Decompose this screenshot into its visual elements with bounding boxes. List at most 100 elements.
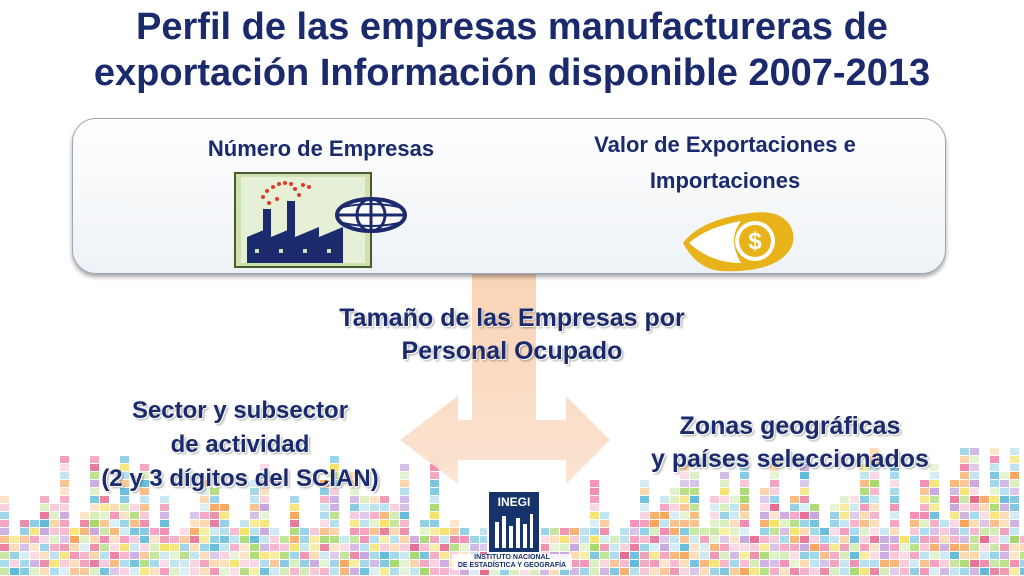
decorative-bar-cell	[400, 504, 409, 511]
decorative-bar-cell	[430, 560, 439, 567]
title-line-2: exportación Información disponible 2007-…	[93, 52, 931, 94]
decorative-bar-cell	[720, 552, 729, 559]
decorative-bar-cell	[390, 552, 399, 559]
decorative-bar-cell	[550, 528, 559, 535]
decorative-bar-cell	[770, 496, 779, 503]
decorative-bar-cell	[220, 560, 229, 567]
decorative-bar-cell	[380, 504, 389, 511]
inegi-logo: INEGI INSTITUTO NACIONAL DE ESTADÍSTICA …	[452, 486, 572, 576]
decorative-bar-cell	[390, 512, 399, 519]
decorative-bar-cell	[970, 448, 979, 455]
decorative-bar-cell	[40, 536, 49, 543]
decorative-bar-cell	[1000, 520, 1009, 527]
decorative-bar-cell	[90, 472, 99, 479]
decorative-bar-cell	[330, 488, 339, 495]
tamano-line-1: Tamaño de las Empresas por	[339, 304, 685, 332]
decorative-bar-cell	[730, 568, 739, 575]
decorative-bar-cell	[950, 536, 959, 543]
decorative-bar-cell	[690, 568, 699, 575]
decorative-bar-cell	[200, 480, 209, 487]
decorative-bar-cell	[330, 456, 339, 463]
decorative-bar-cell	[360, 528, 369, 535]
decorative-bar-cell	[970, 456, 979, 463]
decorative-bar-cell	[590, 552, 599, 559]
decorative-bar-cell	[260, 464, 269, 471]
decorative-bar-cell	[960, 464, 969, 471]
decorative-bar-cell	[60, 560, 69, 567]
decorative-bar-cell	[760, 496, 769, 503]
decorative-bar-cell	[970, 464, 979, 471]
decorative-bar-cell	[1010, 456, 1019, 463]
decorative-bar-cell	[410, 560, 419, 567]
decorative-bar-cell	[240, 528, 249, 535]
decorative-bar-cell	[700, 528, 709, 535]
decorative-bar-cell	[380, 560, 389, 567]
decorative-bar-cell	[430, 552, 439, 559]
decorative-bar-cell	[120, 552, 129, 559]
decorative-bar-cell	[70, 528, 79, 535]
decorative-bar-cell	[860, 488, 869, 495]
decorative-bar-cell	[330, 504, 339, 511]
decorative-bar-cell	[620, 568, 629, 575]
decorative-bar-cell	[220, 544, 229, 551]
decorative-bar-cell	[650, 520, 659, 527]
decorative-bar-cell	[660, 568, 669, 575]
decorative-bar-cell	[890, 568, 899, 575]
decorative-bar-cell	[120, 536, 129, 543]
decorative-bar-cell	[350, 568, 359, 575]
decorative-bar-cell	[370, 568, 379, 575]
decorative-bar-cell	[320, 520, 329, 527]
decorative-bar-cell	[830, 536, 839, 543]
decorative-bar-cell	[190, 560, 199, 567]
decorative-bar-cell	[950, 480, 959, 487]
decorative-bar-cell	[300, 552, 309, 559]
valor-label-line-1: Valor de Exportaciones e	[594, 132, 856, 157]
decorative-bar-cell	[960, 568, 969, 575]
decorative-bar-cell	[910, 544, 919, 551]
sector-line-2: de actividad	[170, 431, 310, 458]
decorative-bar-cell	[430, 472, 439, 479]
decorative-bar-cell	[80, 552, 89, 559]
decorative-bar-cell	[110, 536, 119, 543]
decorative-bar-cell	[760, 488, 769, 495]
decorative-bar-cell	[580, 568, 589, 575]
decorative-bar-cell	[830, 528, 839, 535]
decorative-bar-cell	[920, 552, 929, 559]
decorative-bar-cell	[890, 504, 899, 511]
decorative-bar-cell	[260, 488, 269, 495]
decorative-bar-cell	[130, 560, 139, 567]
decorative-bar-cell	[770, 480, 779, 487]
decorative-bar-cell	[770, 552, 779, 559]
decorative-bar-cell	[770, 528, 779, 535]
decorative-bar-cell	[0, 528, 9, 535]
decorative-bar-cell	[850, 552, 859, 559]
decorative-bar-cell	[870, 552, 879, 559]
decorative-bar-cell	[880, 536, 889, 543]
decorative-bar-cell	[310, 568, 319, 575]
decorative-bar-cell	[430, 536, 439, 543]
decorative-bar-cell	[400, 520, 409, 527]
decorative-bar-cell	[980, 552, 989, 559]
decorative-bar-cell	[150, 552, 159, 559]
decorative-bar-cell	[300, 560, 309, 567]
decorative-bar-cell	[990, 504, 999, 511]
decorative-bar-cell	[250, 488, 259, 495]
decorative-bar-cell	[600, 528, 609, 535]
decorative-bar-cell	[760, 504, 769, 511]
decorative-bar-cell	[990, 528, 999, 535]
decorative-bar-cell	[90, 536, 99, 543]
decorative-bar-cell	[890, 512, 899, 519]
decorative-bar-cell	[830, 544, 839, 551]
decorative-bar-cell	[810, 560, 819, 567]
decorative-bar-cell	[400, 568, 409, 575]
decorative-bar-cell	[200, 536, 209, 543]
decorative-bar-cell	[540, 536, 549, 543]
decorative-bar-cell	[120, 560, 129, 567]
decorative-bar-cell	[810, 552, 819, 559]
decorative-bar-cell	[650, 544, 659, 551]
decorative-bar-cell	[370, 544, 379, 551]
decorative-bar-cell	[550, 568, 559, 575]
decorative-bar-cell	[360, 536, 369, 543]
decorative-bar-cell	[990, 464, 999, 471]
decorative-bar-cell	[140, 504, 149, 511]
